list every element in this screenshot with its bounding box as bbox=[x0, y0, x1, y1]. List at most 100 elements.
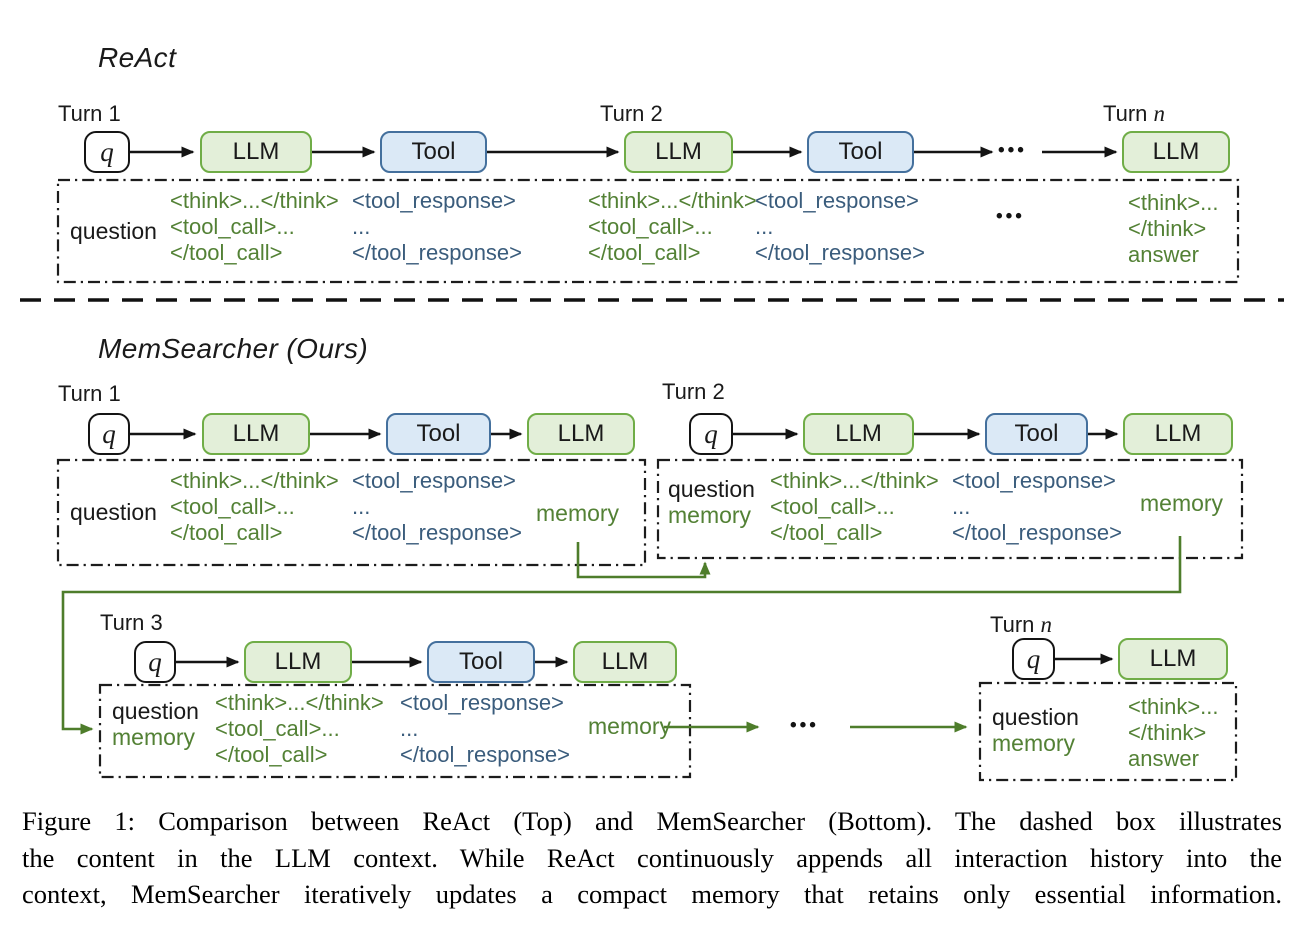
turn-label-text: Turn bbox=[990, 612, 1041, 637]
mem-t2-ctx-tool-output: <tool_response> ... </tool_response> bbox=[952, 468, 1122, 546]
mem-turn1-label: Turn 1 bbox=[58, 381, 121, 406]
react-ctx-llm-output-1: <think>...</think> <tool_call>... </tool… bbox=[170, 188, 339, 266]
mem-t2-query-box: q bbox=[689, 413, 733, 455]
turn-label-variable: n bbox=[1153, 101, 1166, 126]
mem-t3-llm-box-1: LLM bbox=[244, 641, 352, 683]
mem-t3-tool-box: Tool bbox=[427, 641, 535, 683]
tag-line: <tool_response> bbox=[755, 188, 919, 213]
mem-t1-ctx-question: question bbox=[70, 499, 157, 525]
tag-line: <think>... bbox=[1128, 190, 1219, 215]
figure-caption: Figure 1: Comparison between ReAct (Top)… bbox=[22, 803, 1282, 913]
mem-t1-llm-box-1: LLM bbox=[202, 413, 310, 455]
mem-turn2-label: Turn 2 bbox=[662, 379, 725, 404]
memsearcher-section-title: MemSearcher (Ours) bbox=[98, 333, 369, 364]
tag-line: <think>... bbox=[1128, 694, 1219, 719]
tag-line: <think>...</think> bbox=[588, 188, 757, 213]
mem-t1-tool-box: Tool bbox=[386, 413, 491, 455]
react-turn2-label: Turn 2 bbox=[600, 101, 663, 126]
mem-tn-ctx-left-column: question memory bbox=[992, 704, 1079, 756]
tag-line: </tool_response> bbox=[400, 742, 571, 767]
mem-turn3-label: Turn 3 bbox=[100, 610, 163, 635]
mem-t3-ctx-memory-in: memory bbox=[112, 724, 196, 750]
react-ctx-ellipsis: ••• bbox=[996, 206, 1025, 227]
react-ctx-llm-output-2: <think>...</think> <tool_call>... </tool… bbox=[588, 188, 757, 266]
mem-t2-ctx-memory-out: memory bbox=[1140, 490, 1224, 516]
tag-line: <tool_response> bbox=[352, 188, 516, 213]
mem-tn-query-box: q bbox=[1012, 638, 1055, 680]
react-query-box: q bbox=[84, 131, 130, 173]
tag-line: ... bbox=[352, 214, 371, 239]
mem-t2-tool-box: Tool bbox=[985, 413, 1088, 455]
mem-turn3-context-box bbox=[98, 683, 692, 779]
caption-line: the content in the LLM context. While Re… bbox=[22, 842, 1282, 873]
mem-turn2-context-box bbox=[656, 458, 1244, 560]
mem-turn1-context-box bbox=[56, 458, 647, 567]
mem-t2-llm-box-2: LLM bbox=[1123, 413, 1233, 455]
mem-t3-llm-box-2: LLM bbox=[573, 641, 677, 683]
mem-t2-llm-box-1: LLM bbox=[803, 413, 914, 455]
tag-line: ... bbox=[755, 214, 774, 239]
mem-t3-ctx-llm-output: <think>...</think> <tool_call>... </tool… bbox=[215, 690, 384, 768]
tag-line: </tool_call> bbox=[170, 240, 283, 265]
tag-line: <think>...</think> bbox=[770, 468, 939, 493]
tag-line: ... bbox=[952, 494, 971, 519]
mem-t1-ctx-llm-output: <think>...</think> <tool_call>... </tool… bbox=[170, 468, 339, 546]
tag-line: </tool_call> bbox=[215, 742, 328, 767]
mem-t3-ctx-tool-output: <tool_response> ... </tool_response> bbox=[400, 690, 570, 768]
memory-connector-t1-t2 bbox=[576, 542, 711, 579]
mem-t3-ctx-left-column: question memory bbox=[112, 698, 199, 750]
tag-line: <tool_response> bbox=[952, 468, 1116, 493]
caption-line: Figure 1: Comparison between ReAct (Top)… bbox=[22, 806, 1282, 836]
mem-t3-ctx-memory-out: memory bbox=[588, 713, 672, 739]
tag-line: <think>...</think> bbox=[215, 690, 384, 715]
tag-line: <think>...</think> bbox=[170, 188, 339, 213]
react-ctx-question: question bbox=[70, 218, 157, 244]
tag-line: <tool_call>... bbox=[588, 214, 713, 239]
tag-line: </tool_response> bbox=[952, 520, 1123, 545]
tag-line: </tool_call> bbox=[588, 240, 701, 265]
mem-tn-ctx-memory-in: memory bbox=[992, 730, 1076, 756]
tag-line: </think> bbox=[1128, 216, 1207, 241]
react-row-ellipsis: ••• bbox=[998, 140, 1027, 161]
tag-line: <tool_call>... bbox=[170, 214, 295, 239]
tag-line: <tool_call>... bbox=[170, 494, 295, 519]
tag-line: answer bbox=[1128, 242, 1199, 267]
mem-t1-llm-box-2: LLM bbox=[527, 413, 635, 455]
react-llm-box-1: LLM bbox=[200, 131, 312, 173]
mem-t1-ctx-tool-output: <tool_response> ... </tool_response> bbox=[352, 468, 522, 546]
react-turnn-label: Turn n bbox=[1103, 101, 1165, 127]
tag-line: <tool_response> bbox=[400, 690, 564, 715]
mem-turnn-label: Turn n bbox=[990, 612, 1052, 638]
tag-line: </tool_response> bbox=[755, 240, 926, 265]
tag-line: </tool_call> bbox=[170, 520, 283, 545]
tag-line: ... bbox=[400, 716, 419, 741]
react-tool-box-2: Tool bbox=[807, 131, 914, 173]
react-llm-box-n: LLM bbox=[1122, 131, 1230, 173]
react-llm-box-2: LLM bbox=[624, 131, 733, 173]
react-turn1-label: Turn 1 bbox=[58, 101, 121, 126]
tag-line: ... bbox=[352, 494, 371, 519]
react-context-box bbox=[56, 178, 1240, 284]
mem-t2-ctx-left-column: question memory bbox=[668, 476, 755, 528]
memory-connector-t2-t3 bbox=[61, 536, 1182, 735]
mem-t2-ctx-llm-output: <think>...</think> <tool_call>... </tool… bbox=[770, 468, 939, 546]
mem-t1-query-box: q bbox=[88, 413, 130, 455]
react-ctx-tool-output-2: <tool_response> ... </tool_response> bbox=[755, 188, 925, 266]
tag-line: <think>...</think> bbox=[170, 468, 339, 493]
react-ctx-final-output: <think>... </think> answer bbox=[1128, 190, 1219, 268]
react-section-title: ReAct bbox=[98, 42, 177, 73]
tag-line: </think> bbox=[1128, 720, 1207, 745]
tag-line: </tool_call> bbox=[770, 520, 883, 545]
turn-label-variable: n bbox=[1040, 612, 1053, 637]
tag-line: </tool_response> bbox=[352, 520, 523, 545]
tag-line: </tool_response> bbox=[352, 240, 523, 265]
mem-t3-query-box: q bbox=[134, 641, 176, 683]
mem-t2-ctx-memory-in: memory bbox=[668, 502, 752, 528]
react-tool-box-1: Tool bbox=[380, 131, 487, 173]
mem-turnn-context-box bbox=[978, 681, 1238, 782]
turn-label-text: Turn bbox=[1103, 101, 1154, 126]
react-ctx-tool-output-1: <tool_response> ... </tool_response> bbox=[352, 188, 522, 266]
mem-tn-ctx-question: question bbox=[992, 704, 1079, 730]
